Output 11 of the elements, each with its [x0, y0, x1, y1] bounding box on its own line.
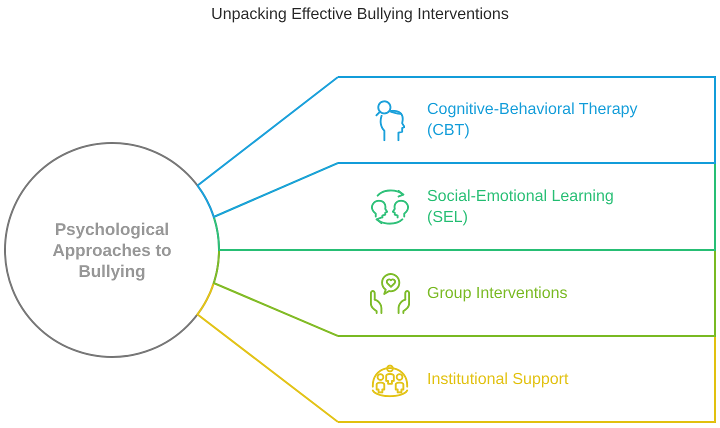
category-panel — [338, 249, 716, 337]
panel-label: Institutional Support — [427, 370, 568, 390]
category-panel — [338, 162, 716, 251]
panel-label: Social-Emotional Learning (SEL) — [427, 186, 615, 228]
connector-line — [196, 76, 339, 218]
category-panel — [338, 76, 716, 164]
category-panel — [338, 335, 716, 423]
circle-label: Psychological Approaches to Bullying — [51, 218, 173, 282]
panel-label: Group Interventions — [427, 284, 568, 304]
diagram-title: Unpacking Effective Bullying Interventions — [210, 5, 510, 25]
panel-label: Cognitive-Behavioral Therapy (CBT) — [427, 100, 638, 141]
